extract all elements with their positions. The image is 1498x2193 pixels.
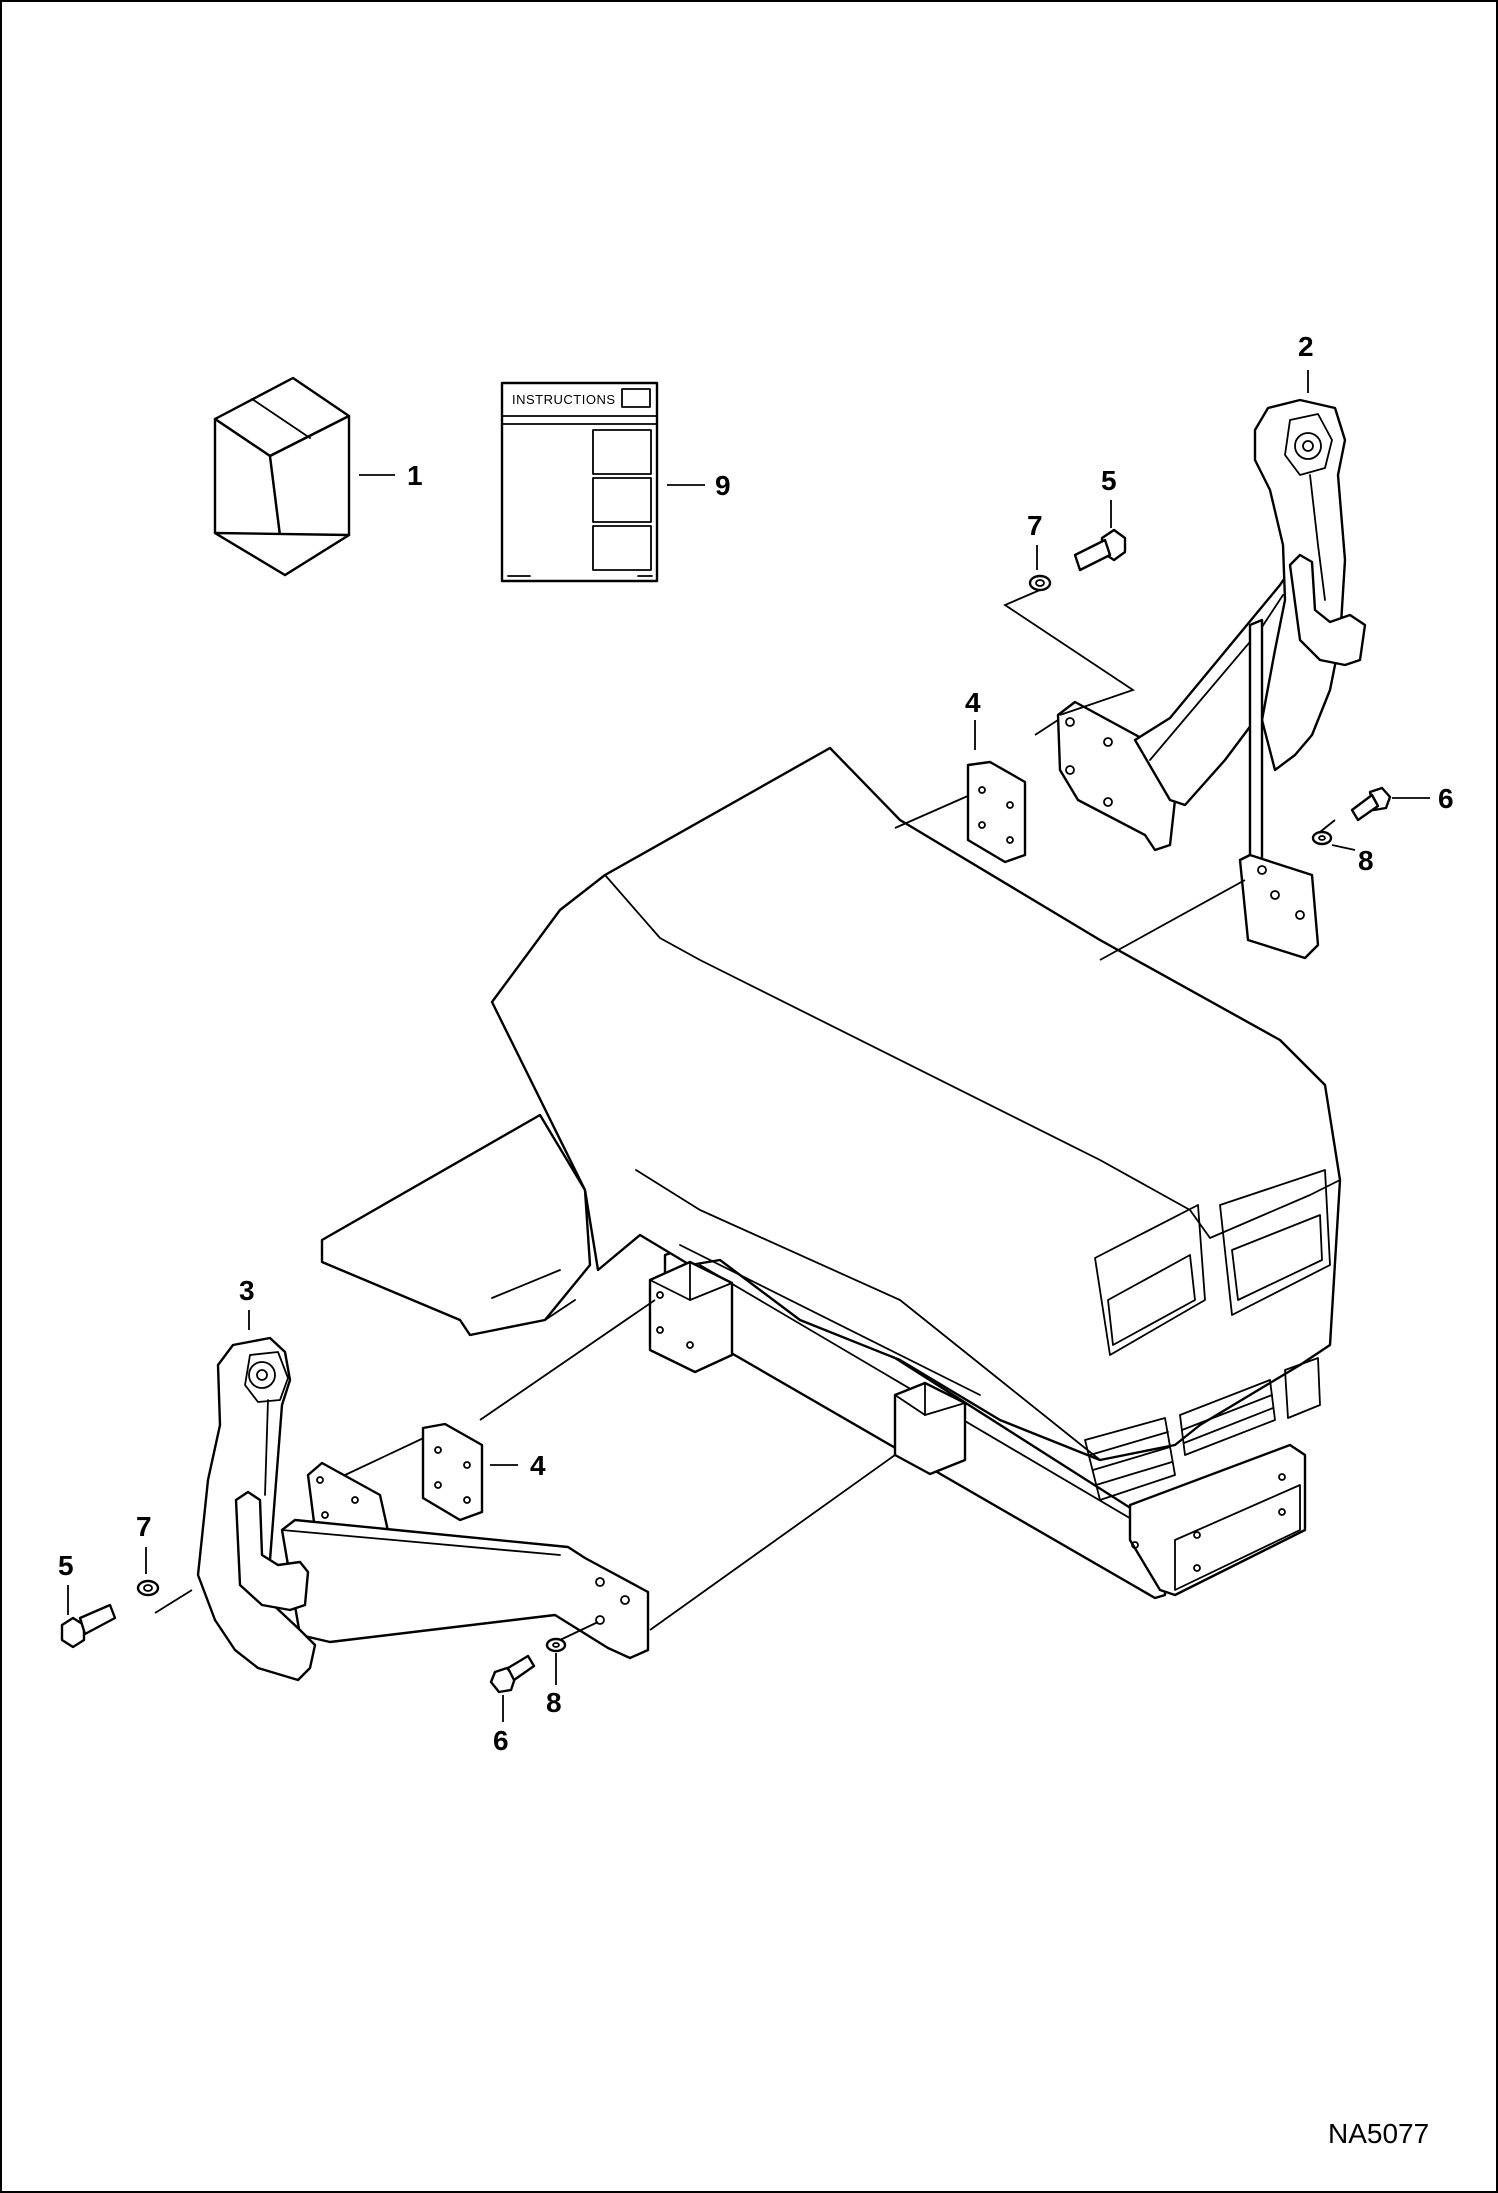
callout-4-upper: 4: [965, 687, 981, 718]
assembly-lines-upper: [894, 589, 1336, 961]
instruction-sheet-title: INSTRUCTIONS: [512, 392, 616, 407]
callout-6-upper: 6: [1438, 783, 1454, 814]
bolt-lower-middle-part: [489, 1654, 536, 1694]
bolt-lower-left-part: [60, 1603, 117, 1649]
washer-upper-right-part: [1311, 830, 1333, 846]
callout-8-upper: 8: [1358, 845, 1374, 876]
callout-1: 1: [407, 460, 423, 491]
bolt-upper-part: [1073, 528, 1127, 572]
instruction-sheet-part: [500, 381, 659, 583]
washer-lower-middle-part: [545, 1637, 567, 1653]
document-id: NA5077: [1328, 2118, 1429, 2149]
callout-9: 9: [715, 470, 731, 501]
body-mount-block-left: [648, 1260, 734, 1374]
callout-7-upper: 7: [1027, 510, 1043, 541]
callout-5-lower: 5: [58, 1550, 74, 1581]
right-lift-bracket-part: [1056, 398, 1367, 960]
shim-plate-lower-part: [421, 1422, 484, 1522]
shim-plate-upper-part: [966, 760, 1027, 864]
left-lift-bracket-part: [196, 1336, 650, 1682]
callout-7-lower: 7: [136, 1511, 152, 1542]
callout-8-lower: 8: [546, 1687, 562, 1718]
callout-4-lower: 4: [530, 1450, 546, 1481]
washer-upper-part: [1028, 574, 1052, 592]
callout-3: 3: [239, 1275, 255, 1306]
assembly-lines-lower: [154, 1299, 896, 1641]
leader-8-upper: [1331, 844, 1356, 851]
washer-lower-left-part: [136, 1579, 160, 1597]
callout-6-lower: 6: [493, 1725, 509, 1756]
callout-2: 2: [1298, 331, 1314, 362]
callout-5-upper: 5: [1101, 465, 1117, 496]
bolt-upper-right-part: [1350, 786, 1392, 822]
kit-box-part: [213, 376, 351, 577]
body-mount-block-front: [893, 1381, 967, 1476]
